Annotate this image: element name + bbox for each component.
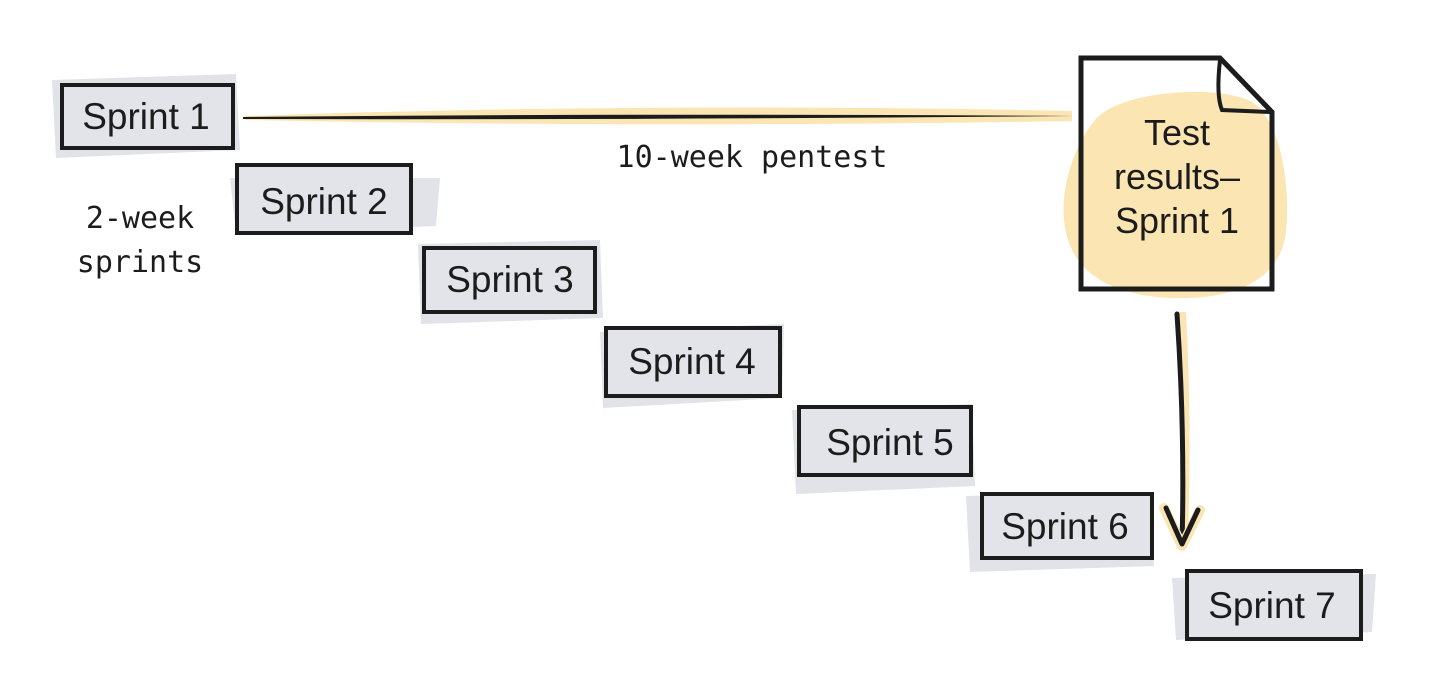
sprint-box-5: Sprint 5 [792, 404, 975, 494]
sprint-box-1: Sprint 1 [52, 74, 240, 158]
pentest-timeline-bar [243, 107, 1074, 125]
sprint-length-caption-line-1: 2-week [86, 201, 194, 236]
pentest-caption: 10-week pentest [617, 140, 888, 175]
document-icon [1078, 55, 1275, 292]
sprint-label-1: Sprint 1 [82, 96, 210, 137]
results-line-1: Test [1144, 112, 1210, 153]
sprint-label-7: Sprint 7 [1208, 585, 1336, 626]
arrow-down-icon [1159, 311, 1205, 551]
sprint-label-2: Sprint 2 [260, 181, 388, 222]
sprint-label-5: Sprint 5 [826, 422, 954, 463]
sprint-length-caption-line-2: sprints [77, 245, 203, 280]
sprint-box-6: Sprint 6 [966, 492, 1154, 572]
test-results-document: Test results– Sprint 1 [1063, 55, 1288, 299]
results-line-2: results– [1114, 156, 1240, 197]
sprint-label-4: Sprint 4 [628, 341, 756, 382]
sprint-label-3: Sprint 3 [446, 259, 574, 300]
sprint-label-6: Sprint 6 [1001, 506, 1129, 547]
sprint-box-4: Sprint 4 [600, 324, 784, 408]
sprint-box-2: Sprint 2 [230, 163, 440, 235]
sprint-box-3: Sprint 3 [418, 240, 603, 324]
results-line-3: Sprint 1 [1115, 200, 1239, 241]
sprint-box-7: Sprint 7 [1172, 569, 1376, 641]
